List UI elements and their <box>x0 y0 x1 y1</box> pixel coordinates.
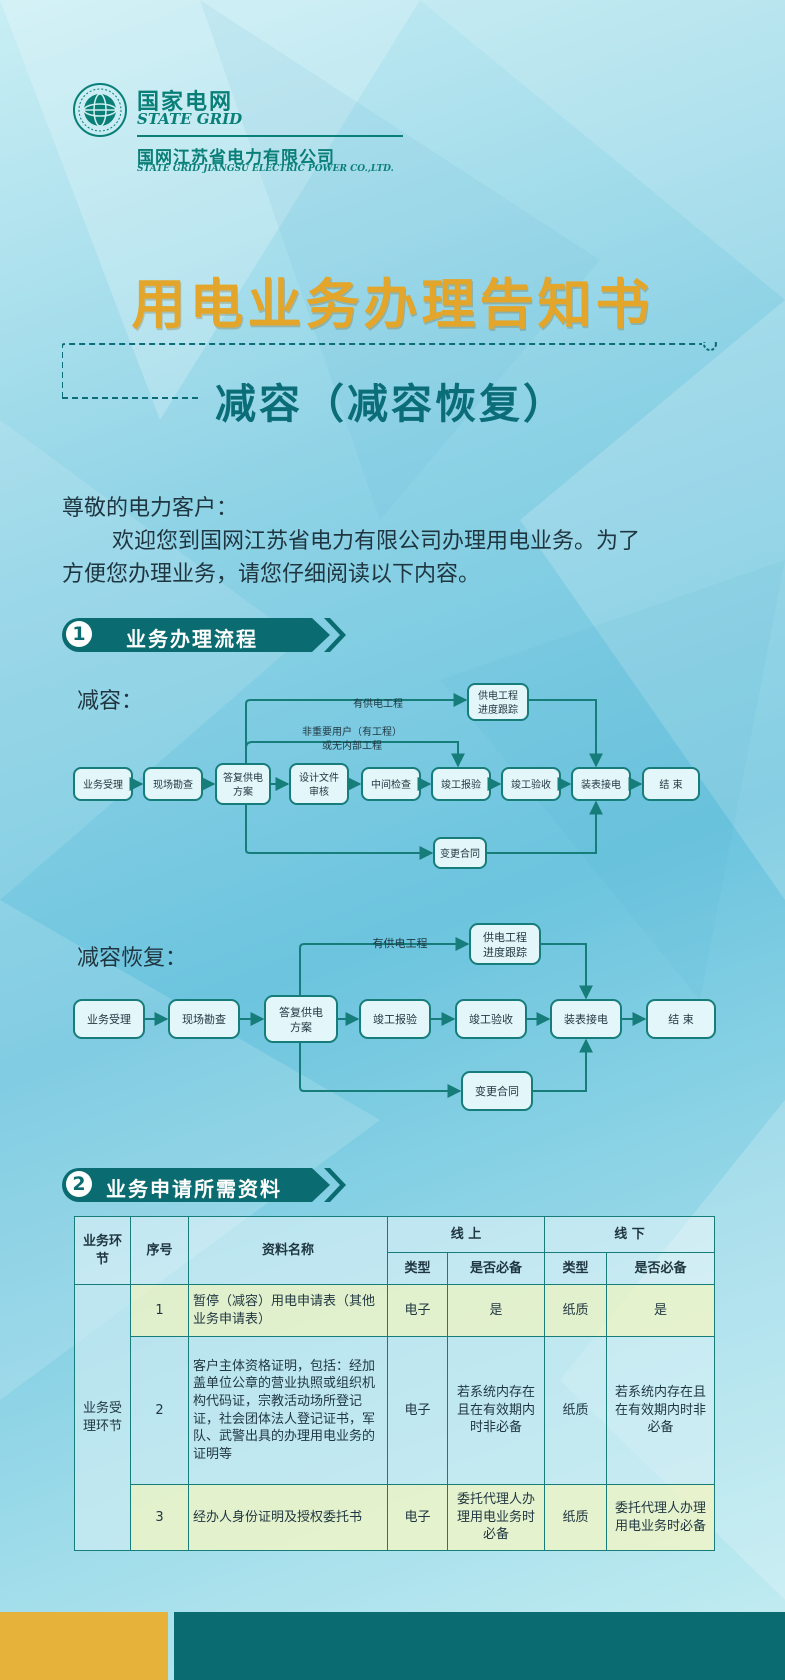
f2-text-accept: 业务受理 <box>87 1013 131 1026</box>
f1-text-progress-a: 供电工程 <box>478 689 518 702</box>
row-2-online-required: 若系统内存在且在有效期内时非必备 <box>447 1336 545 1485</box>
header-name: 资料名称 <box>188 1216 388 1285</box>
flow-1-diagram: 业务受理 现场勘查 答复供电 方案 设计文件 审核 中间检查 竣工报验 竣工验收… <box>73 683 700 869</box>
f2-text-progress-b: 进度跟踪 <box>483 945 527 959</box>
f1-text-plan-a: 答复供电 <box>223 771 263 784</box>
header-offline: 线 下 <box>544 1216 715 1253</box>
state-grid-globe-icon <box>73 83 127 137</box>
materials-table: 业务环节 序号 资料名称 线 上 线 下 类型 是否必备 类型 是否必备 业务受… <box>74 1216 715 1551</box>
page-title: 用电业务办理告知书 <box>131 273 654 336</box>
f2-edge-supply: 有供电工程 <box>373 936 428 950</box>
f2-text-end: 结 束 <box>668 1013 694 1026</box>
row-2-online-type: 电子 <box>387 1336 448 1485</box>
row-2-offline-required: 若系统内存在且在有效期内时非必备 <box>606 1336 715 1485</box>
page-subtitle: 减容（减容恢复） <box>215 380 567 428</box>
row-1-offline-required: 是 <box>606 1284 715 1337</box>
table-row: 业务受理环节 1 暂停（减容）用电申请表（其他业务申请表） 电子 是 纸质 是 <box>74 1284 715 1551</box>
row-1-offline-type: 纸质 <box>544 1284 607 1337</box>
row-3-no: 3 <box>130 1484 189 1551</box>
header-online: 线 上 <box>387 1216 545 1253</box>
intro-line-1: 欢迎您到国网江苏省电力有限公司办理用电业务。为了 <box>112 529 641 554</box>
f1-text-contract: 变更合同 <box>440 847 480 860</box>
section-1-number: 1 <box>66 621 92 647</box>
header-online-required: 是否必备 <box>447 1252 545 1285</box>
flow-2-label: 减容恢复： <box>77 946 188 971</box>
company-name-en: STATE GRID JIANGSU ELECTRIC POWER CO.,LT… <box>137 164 394 174</box>
row-1-no: 1 <box>130 1284 189 1337</box>
section-2-label: 业务申请所需资料 <box>106 1177 282 1201</box>
row-2-name: 客户主体资格证明，包括：经加盖单位公章的营业执照或组织机构代码证，宗教活动场所登… <box>188 1336 388 1485</box>
header-offline-type: 类型 <box>544 1252 607 1285</box>
row-2-offline-type: 纸质 <box>544 1336 607 1485</box>
row-1-name: 暂停（减容）用电申请表（其他业务申请表） <box>188 1284 388 1337</box>
f1-text-accept: 业务受理 <box>83 778 123 791</box>
section-2-number: 2 <box>66 1171 92 1197</box>
logo-english-name: STATE GRID <box>137 110 243 128</box>
f2-text-plan-a: 答复供电 <box>279 1005 323 1019</box>
f1-text-meter: 装表接电 <box>581 778 621 791</box>
header-online-type: 类型 <box>387 1252 448 1285</box>
section-1-label: 业务办理流程 <box>126 627 258 651</box>
flow-2-diagram: 业务受理 现场勘查 答复供电 方案 竣工报验 竣工验收 装表接电 结 束 供电工… <box>73 923 716 1111</box>
stage-cell: 业务受理环节 <box>74 1284 131 1551</box>
f1-text-design-b: 审核 <box>309 785 329 798</box>
footer-gold-band <box>0 1612 168 1680</box>
f1-text-report: 竣工报验 <box>441 778 481 791</box>
table-row: 2 客户主体资格证明，包括：经加盖单位公章的营业执照或组织机构代码证，宗教活动场… <box>75 1336 715 1485</box>
company-name-cn: 国网江苏省电力有限公司 <box>137 148 335 168</box>
row-3-name: 经办人身份证明及授权委托书 <box>188 1484 388 1551</box>
f2-text-survey: 现场勘查 <box>182 1012 226 1026</box>
f1-text-progress-b: 进度跟踪 <box>478 703 518 716</box>
f2-text-acceptance: 竣工验收 <box>469 1012 513 1026</box>
table-row: 3 经办人身份证明及授权委托书 电子 委托代理人办理用电业务时必备 纸质 委托代… <box>75 1484 715 1551</box>
f2-node-end <box>646 999 716 1039</box>
header-no: 序号 <box>130 1216 189 1285</box>
row-3-offline-required: 委托代理人办理用电业务时必备 <box>606 1484 715 1551</box>
row-3-online-type: 电子 <box>387 1484 448 1551</box>
section-1-header: 1 业务办理流程 <box>62 618 347 652</box>
intro-line-2: 方便您办理业务，请您仔细阅读以下内容。 <box>62 562 481 587</box>
f2-text-contract: 变更合同 <box>475 1084 519 1098</box>
f1-text-survey: 现场勘查 <box>153 778 193 791</box>
f1-text-acceptance: 竣工验收 <box>511 778 551 791</box>
header-divider <box>137 135 403 137</box>
row-1-online-type: 电子 <box>387 1284 448 1337</box>
f1-text-midcheck: 中间检查 <box>371 778 411 791</box>
title-dashed-frame <box>62 342 717 399</box>
f1-edge-nonimportant: 非重要用户（有工程） <box>302 725 402 738</box>
logo-chinese-name: 国家电网 <box>137 90 234 115</box>
f1-node-progress <box>467 683 529 721</box>
f1-edge-supply: 有供电工程 <box>353 697 403 710</box>
f1-text-design-a: 设计文件 <box>299 771 339 784</box>
f1-text-end: 结 束 <box>659 778 682 791</box>
flow-1-label: 减容： <box>77 689 144 714</box>
row-3-offline-type: 纸质 <box>544 1484 607 1551</box>
intro-greeting: 尊敬的电力客户： <box>62 496 239 521</box>
header-stage: 业务环节 <box>74 1216 131 1285</box>
header-offline-required: 是否必备 <box>606 1252 715 1285</box>
f1-text-plan-b: 方案 <box>233 785 253 798</box>
f2-text-plan-b: 方案 <box>290 1020 312 1034</box>
row-1-online-required: 是 <box>447 1284 545 1337</box>
f2-text-meter: 装表接电 <box>564 1012 608 1026</box>
f2-node-plan <box>264 995 338 1043</box>
row-2-no: 2 <box>130 1336 189 1485</box>
row-3-online-required: 委托代理人办理用电业务时必备 <box>447 1484 545 1551</box>
f2-text-progress-a: 供电工程 <box>483 930 527 944</box>
f1-node-end <box>642 767 700 801</box>
section-2-header: 2 业务申请所需资料 <box>62 1168 347 1202</box>
footer-teal-band <box>174 1612 785 1680</box>
f2-text-report: 竣工报验 <box>373 1012 417 1026</box>
f1-edge-nointernal: 或无内部工程 <box>322 739 382 752</box>
